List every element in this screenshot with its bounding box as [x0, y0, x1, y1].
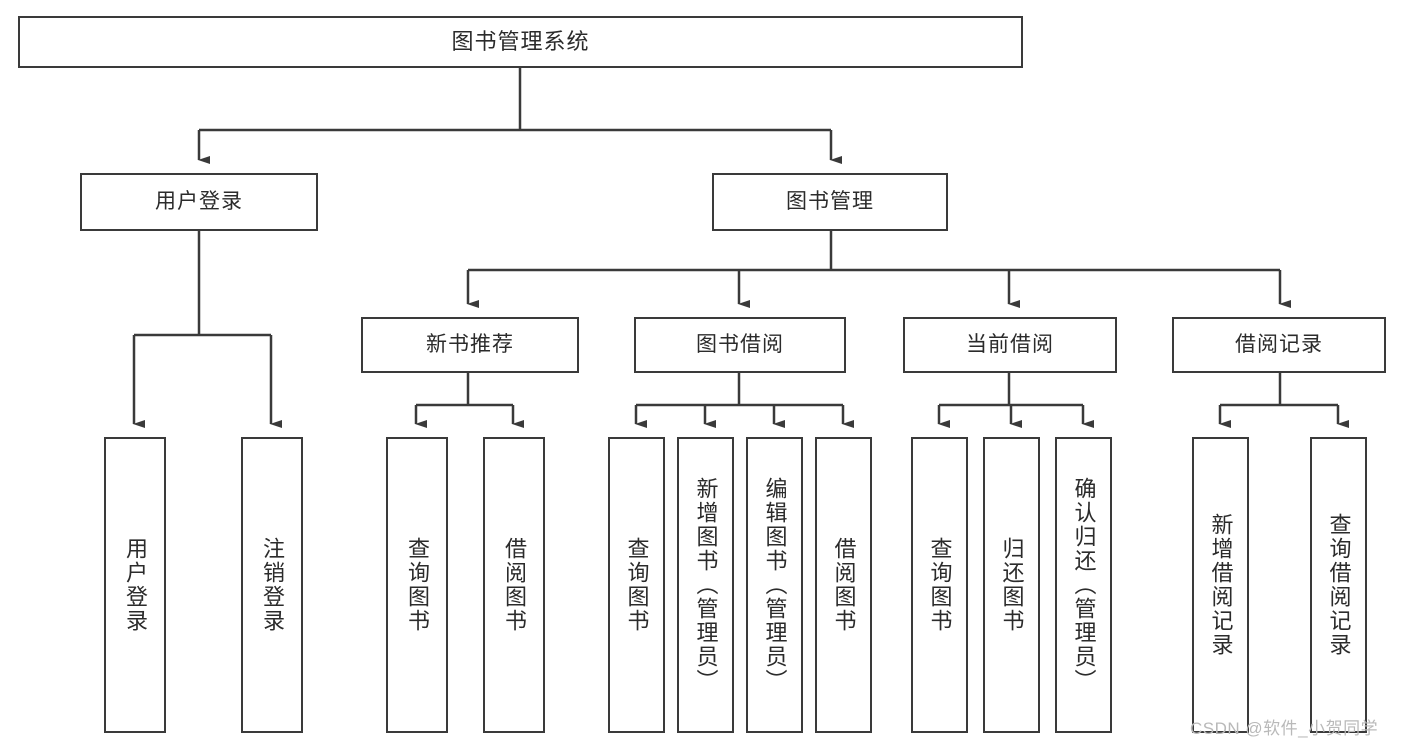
node-leaf-return-book[interactable]: 归还图书	[983, 437, 1040, 733]
node-leaf-edit-book-admin[interactable]: 编辑图书（管理员）	[746, 437, 803, 733]
node-current-borrow[interactable]: 当前借阅	[903, 317, 1117, 373]
node-leaf-query-book-cur[interactable]: 查询图书	[911, 437, 968, 733]
node-user-login-label: 用户登录	[155, 190, 243, 214]
node-leaf-edit-book-admin-label: 编辑图书（管理员）	[762, 477, 788, 693]
node-leaf-user-login-label: 用户登录	[122, 537, 148, 633]
node-leaf-user-logout-label: 注销登录	[259, 537, 285, 633]
node-leaf-borrow-book-rec-label: 借阅图书	[501, 537, 527, 633]
node-root-label: 图书管理系统	[451, 28, 590, 54]
node-leaf-query-book-rec[interactable]: 查询图书	[386, 437, 448, 733]
node-borrow-record[interactable]: 借阅记录	[1172, 317, 1386, 373]
node-leaf-confirm-return-admin[interactable]: 确认归还（管理员）	[1055, 437, 1112, 733]
node-leaf-add-book-admin[interactable]: 新增图书（管理员）	[677, 437, 734, 733]
node-leaf-query-book-rec-label: 查询图书	[404, 537, 430, 633]
node-leaf-query-book-borrow-label: 查询图书	[624, 537, 650, 633]
node-current-borrow-label: 当前借阅	[966, 333, 1054, 357]
node-leaf-query-book-borrow[interactable]: 查询图书	[608, 437, 665, 733]
node-leaf-query-borrow-record-label: 查询借阅记录	[1326, 513, 1352, 657]
node-leaf-borrow-book-rec[interactable]: 借阅图书	[483, 437, 545, 733]
node-leaf-borrow-book[interactable]: 借阅图书	[815, 437, 872, 733]
node-book-borrow[interactable]: 图书借阅	[634, 317, 846, 373]
node-leaf-user-logout[interactable]: 注销登录	[241, 437, 303, 733]
node-book-manage-label: 图书管理	[786, 190, 874, 214]
node-leaf-user-login[interactable]: 用户登录	[104, 437, 166, 733]
node-leaf-add-book-admin-label: 新增图书（管理员）	[693, 477, 719, 693]
node-root[interactable]: 图书管理系统	[18, 16, 1023, 68]
node-borrow-record-label: 借阅记录	[1235, 333, 1323, 357]
node-new-book-rec[interactable]: 新书推荐	[361, 317, 579, 373]
node-leaf-add-borrow-record[interactable]: 新增借阅记录	[1192, 437, 1249, 733]
node-leaf-query-book-cur-label: 查询图书	[927, 537, 953, 633]
node-leaf-return-book-label: 归还图书	[999, 537, 1025, 633]
node-book-borrow-label: 图书借阅	[696, 333, 784, 357]
node-leaf-confirm-return-admin-label: 确认归还（管理员）	[1071, 477, 1097, 693]
node-book-manage[interactable]: 图书管理	[712, 173, 948, 231]
node-leaf-query-borrow-record[interactable]: 查询借阅记录	[1310, 437, 1367, 733]
node-new-book-rec-label: 新书推荐	[426, 333, 514, 357]
node-leaf-add-borrow-record-label: 新增借阅记录	[1208, 513, 1234, 657]
node-leaf-borrow-book-label: 借阅图书	[831, 537, 857, 633]
node-user-login[interactable]: 用户登录	[80, 173, 318, 231]
